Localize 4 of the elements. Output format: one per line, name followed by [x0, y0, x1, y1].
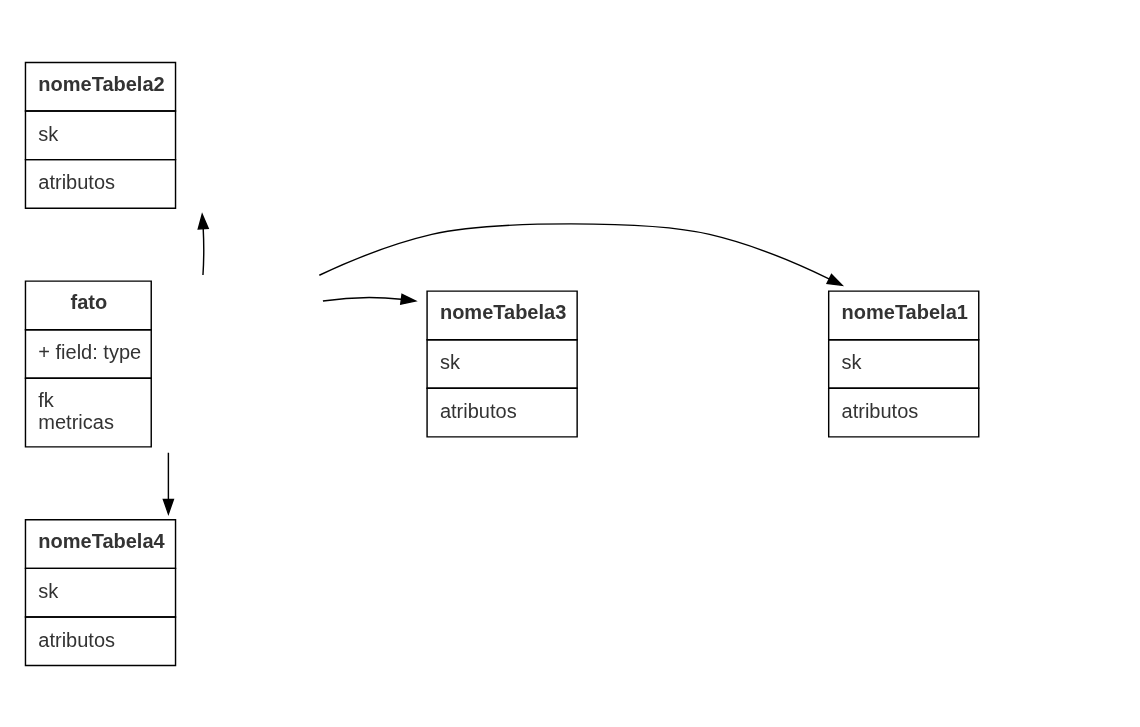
- arrow: [322, 292, 418, 305]
- arrow: [197, 211, 210, 276]
- arrow: [318, 222, 845, 286]
- arrow: [162, 451, 175, 516]
